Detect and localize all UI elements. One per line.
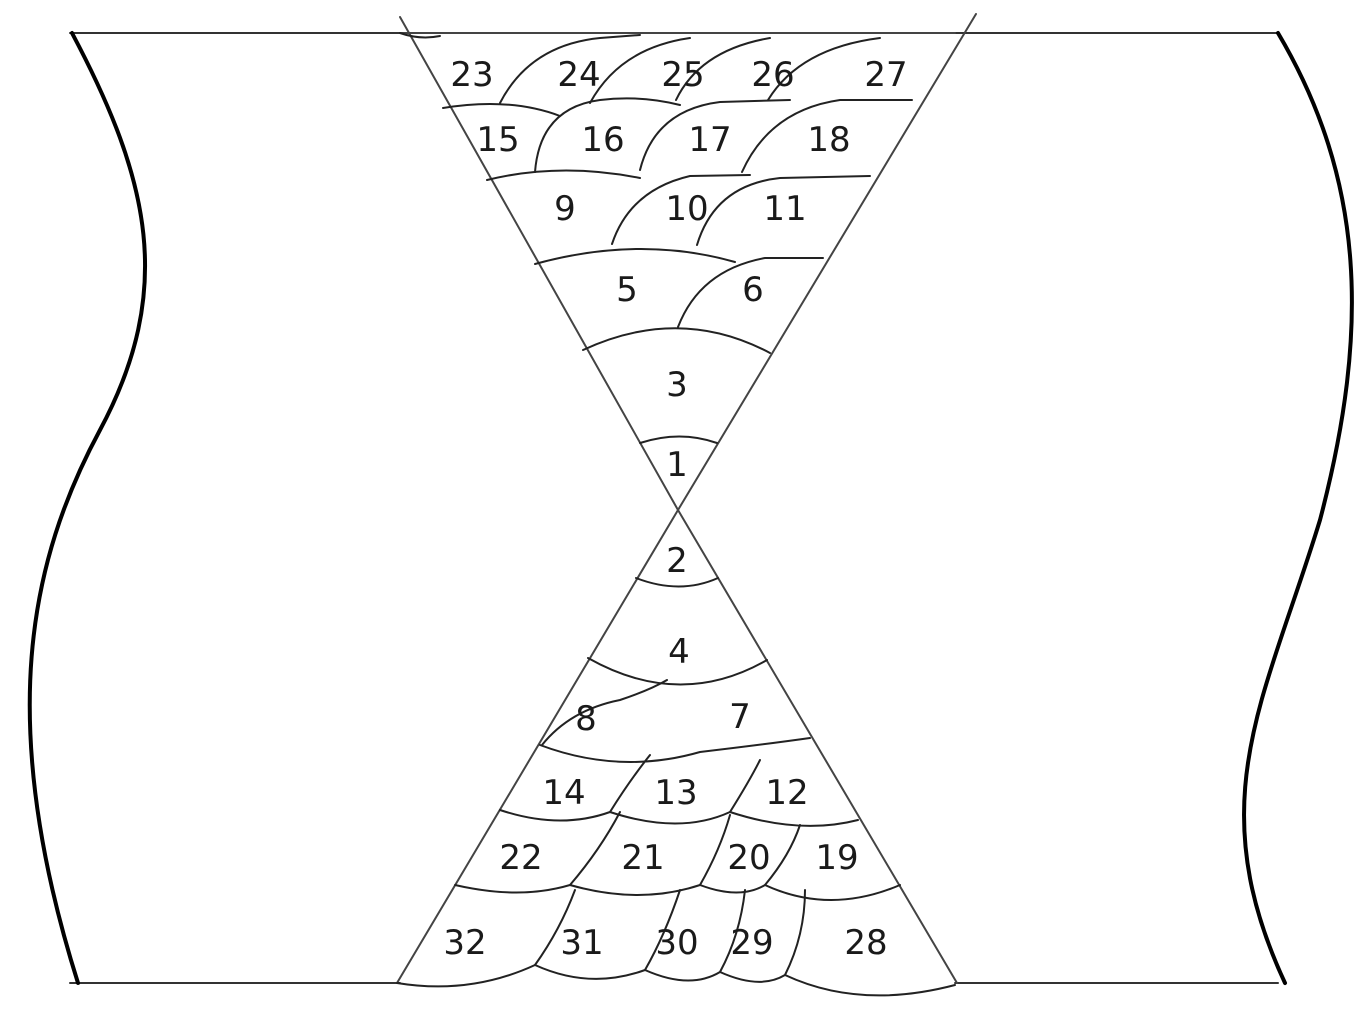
bead-boundary: [589, 37, 691, 104]
bead-boundary: [764, 884, 901, 901]
bead-boundary: [767, 37, 881, 101]
bead-boundary: [675, 37, 771, 101]
bead-label-24: 24: [557, 55, 600, 95]
bead-label-8: 8: [575, 699, 597, 739]
bead-boundary: [696, 175, 871, 246]
bead-boundary: [534, 97, 681, 173]
bead-label-25: 25: [661, 55, 704, 95]
bead-boundary: [486, 169, 641, 181]
plate-break-line-right: [1242, 31, 1354, 985]
bead-label-21: 21: [621, 838, 664, 878]
bead-boundary: [399, 32, 441, 39]
bead-boundary: [741, 99, 913, 173]
groove-face-lower-left: [396, 509, 679, 984]
bead-label-9: 9: [554, 189, 576, 229]
bead-boundary: [442, 102, 561, 117]
bead-label-29: 29: [730, 923, 773, 963]
bead-label-26: 26: [751, 55, 794, 95]
groove-face-lower-right: [677, 509, 958, 984]
bead-label-30: 30: [655, 923, 698, 963]
bead-label-32: 32: [443, 923, 486, 963]
bead-label-18: 18: [807, 120, 850, 160]
bead-label-2: 2: [666, 541, 688, 581]
bead-label-17: 17: [688, 120, 731, 160]
bead-label-6: 6: [742, 270, 764, 310]
bead-label-19: 19: [815, 838, 858, 878]
bead-boundary: [534, 247, 736, 265]
bead-boundary: [677, 257, 824, 328]
groove-face-upper-right: [677, 13, 977, 511]
bead-label-27: 27: [864, 55, 907, 95]
bead-boundary: [635, 577, 719, 588]
bead-boundary: [541, 679, 668, 746]
bead-boundary: [582, 327, 771, 354]
bead-boundary: [539, 737, 811, 763]
bead-boundary: [569, 814, 731, 896]
bead-boundary: [534, 889, 576, 966]
bead-boundary: [396, 964, 536, 988]
bead-boundary: [784, 974, 956, 997]
bead-label-10: 10: [665, 189, 708, 229]
bead-label-7: 7: [729, 697, 751, 737]
bead-label-28: 28: [844, 923, 887, 963]
bead-label-1: 1: [666, 445, 688, 485]
bead-label-4: 4: [668, 632, 690, 672]
plate-break-line-left: [27, 31, 148, 985]
bead-labels: 1 2 3 4 5 6 7 8 9 10 11 12 13 14 15 16 1…: [443, 55, 907, 963]
bead-label-12: 12: [765, 773, 808, 813]
bead-boundary: [611, 174, 751, 245]
bead-boundary: [639, 435, 718, 444]
bead-boundary: [609, 759, 761, 825]
bead-label-3: 3: [666, 365, 688, 405]
bead-label-11: 11: [763, 189, 806, 229]
plate-outline: [27, 31, 1354, 985]
bead-label-22: 22: [499, 838, 542, 878]
bead-label-14: 14: [542, 773, 585, 813]
bead-label-23: 23: [450, 55, 493, 95]
bead-boundaries: [396, 32, 956, 997]
bead-boundary: [729, 811, 859, 827]
bead-label-15: 15: [476, 120, 519, 160]
bead-label-20: 20: [727, 838, 770, 878]
bead-boundary: [499, 34, 641, 104]
bead-label-13: 13: [654, 773, 697, 813]
bead-label-5: 5: [616, 270, 638, 310]
bead-label-31: 31: [560, 923, 603, 963]
bead-boundary: [587, 657, 768, 686]
bead-boundary: [639, 99, 791, 171]
bead-label-16: 16: [581, 120, 624, 160]
